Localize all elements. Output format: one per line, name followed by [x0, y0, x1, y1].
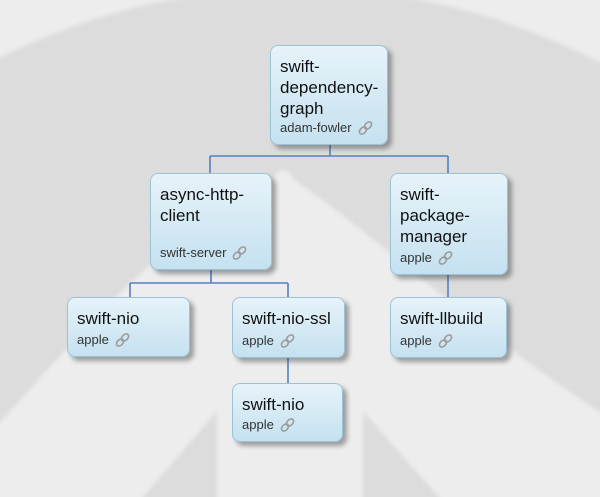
- node-swift-dependency-graph[interactable]: swift-dependency-graph adam-fowler: [270, 45, 388, 145]
- package-title: swift-nio: [77, 309, 140, 328]
- package-title: swift-nio: [242, 395, 305, 414]
- package-owner: apple: [242, 333, 274, 348]
- package-owner: apple: [242, 417, 274, 432]
- package-owner-row: apple: [77, 332, 180, 348]
- package-owner-row: apple: [242, 417, 333, 433]
- chain-link-icon[interactable]: [231, 245, 248, 261]
- package-title: swift-llbuild: [400, 309, 484, 328]
- node-async-http-client[interactable]: async-http-client swift-server: [150, 173, 272, 270]
- node-swift-nio-2[interactable]: swift-nio apple: [232, 383, 343, 442]
- node-swift-nio[interactable]: swift-nio apple: [67, 297, 190, 357]
- shade-wedge-left: [142, 411, 217, 497]
- package-owner-row: apple: [400, 333, 497, 349]
- edge-async-http-client-children: [129, 270, 289, 298]
- package-title: swift-package-manager: [400, 185, 470, 246]
- node-swift-llbuild[interactable]: swift-llbuild apple: [390, 297, 507, 358]
- package-owner: adam-fowler: [280, 120, 352, 135]
- chain-link-icon[interactable]: [114, 332, 131, 348]
- edge-dependency-graph-children: [209, 145, 449, 174]
- node-swift-package-manager[interactable]: swift-package-manager apple: [390, 173, 508, 275]
- package-owner: apple: [77, 332, 109, 347]
- node-swift-nio-ssl[interactable]: swift-nio-ssl apple: [232, 297, 345, 358]
- package-owner-row: apple: [400, 250, 498, 266]
- chain-link-icon[interactable]: [357, 120, 374, 136]
- chain-link-icon[interactable]: [279, 333, 296, 349]
- package-title: async-http-client: [160, 185, 245, 225]
- package-title: swift-dependency-graph: [280, 57, 379, 118]
- package-owner: swift-server: [160, 245, 227, 260]
- package-owner-row: adam-fowler: [280, 120, 378, 136]
- chain-link-icon[interactable]: [437, 333, 454, 349]
- package-title: swift-nio-ssl: [242, 309, 331, 328]
- package-owner-row: apple: [242, 333, 335, 349]
- package-owner: apple: [400, 333, 432, 348]
- chain-link-icon[interactable]: [279, 417, 296, 433]
- package-owner-row: swift-server: [160, 245, 262, 261]
- shade-wedge-right: [363, 411, 439, 497]
- package-owner: apple: [400, 250, 432, 265]
- chain-link-icon[interactable]: [437, 250, 454, 266]
